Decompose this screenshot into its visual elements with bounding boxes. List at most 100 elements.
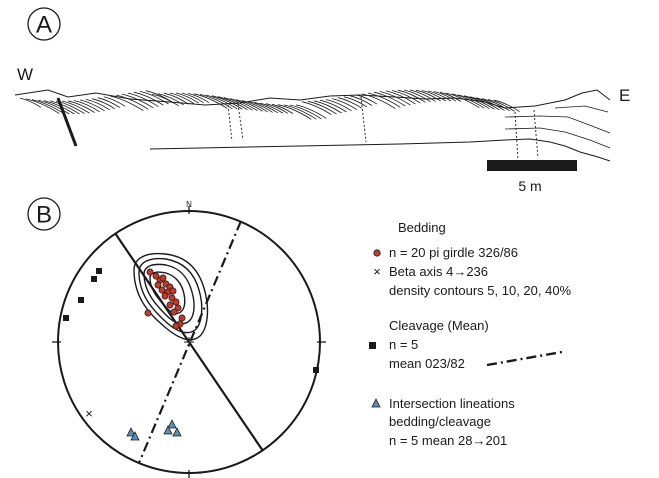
- bedding-stroke: [319, 99, 347, 113]
- bedding-stroke: [439, 91, 462, 102]
- bedding-stroke: [157, 93, 184, 106]
- lineation-4: [163, 425, 173, 435]
- lineation-5: [172, 427, 182, 437]
- contour-10pct: [138, 257, 203, 334]
- bedding-stroke: [151, 93, 179, 107]
- bedding-pole: [172, 298, 180, 306]
- legend: Bedding n = 20 pi girdle 326/86 × Beta a…: [369, 220, 572, 448]
- bedding-stroke: [175, 92, 200, 104]
- lineation-3: [167, 419, 177, 429]
- bedding-stroke: [469, 96, 500, 111]
- bedding-stroke: [313, 100, 342, 114]
- mean-cleavage-plane: [137, 220, 243, 464]
- panel-b-badge: [27, 197, 61, 231]
- bedding-stroke: [187, 93, 210, 103]
- scale-bar: [487, 160, 577, 171]
- bedding-stroke: [475, 97, 505, 111]
- panel-b: B N ×: [27, 197, 572, 478]
- bedding-line-1: n = 20 pi girdle 326/86: [389, 245, 518, 260]
- bedding-stroke: [367, 92, 401, 108]
- fractures: [227, 96, 539, 161]
- bedding-stroke: [43, 100, 75, 115]
- bedding-stroke: [205, 94, 238, 110]
- fracture-3: [360, 96, 367, 143]
- lineation-1: [126, 427, 136, 437]
- cleavage-plane-key: [486, 350, 563, 367]
- panel-a-letter: A: [36, 12, 52, 39]
- bedding-stroke: [193, 93, 228, 109]
- cleavage-pole-3: [78, 297, 84, 303]
- bedding-stroke: [121, 93, 154, 109]
- bedding-stroke: [85, 99, 111, 111]
- bedding-stroke: [103, 96, 126, 107]
- bedding-stroke: [109, 95, 144, 112]
- bedding-line-2: Beta axis 4→236: [389, 264, 488, 279]
- bedding-stroke: [391, 90, 421, 104]
- bedding-stroke: [277, 104, 312, 120]
- lineation-2: [130, 431, 140, 441]
- bedding-line-3: density contours 5, 10, 20, 40%: [389, 283, 572, 298]
- outcrop-top-profile: [14, 89, 611, 109]
- bedding-stroke: [229, 98, 258, 112]
- bedding-stroke: [415, 89, 441, 102]
- bedding-stroke: [295, 104, 327, 119]
- bedding-stroke: [451, 93, 485, 109]
- bedding-stroke: [49, 100, 80, 115]
- bedding-pole: [172, 322, 180, 330]
- cleavage-line-1: n = 5: [389, 337, 418, 352]
- cleavage-poles: [63, 268, 319, 373]
- bedding-strokes: [19, 89, 520, 120]
- bedding-stroke: [373, 91, 406, 107]
- bedding-stroke: [79, 99, 105, 112]
- pi-girdle: [114, 232, 264, 452]
- bedding-pole: [152, 272, 160, 280]
- bedding-stroke: [349, 95, 373, 106]
- bedding-stroke: [307, 100, 337, 115]
- bedding-stroke: [37, 99, 70, 115]
- bedding-stroke: [91, 98, 116, 110]
- bedding-stroke: [379, 91, 411, 106]
- bedding-stroke: [223, 97, 253, 111]
- bedding-stroke: [427, 90, 452, 102]
- bedding-stroke: [253, 101, 279, 114]
- bedding-stroke: [163, 92, 189, 105]
- bedding-stroke: [235, 99, 263, 112]
- bedding-stroke: [211, 95, 243, 110]
- bedding-pole-key: [373, 249, 381, 257]
- bedding-stroke: [259, 102, 284, 114]
- lineation-line-1: bedding/cleavage: [389, 414, 491, 429]
- bedding-stroke: [355, 94, 378, 105]
- beta-axis-key: ×: [373, 264, 381, 279]
- fault-line: [56, 97, 78, 147]
- beta-axis-marker: ×: [85, 406, 93, 421]
- lineation-key: [371, 398, 381, 408]
- bedding-pole: [159, 274, 167, 282]
- bedding-stroke: [169, 92, 195, 104]
- bedding-stroke: [487, 99, 515, 112]
- bedding-pole: [146, 268, 154, 276]
- bedding-stroke: [217, 96, 248, 111]
- bedding-pole: [166, 301, 174, 309]
- bedding-stroke: [67, 100, 95, 113]
- bedding-stroke: [31, 99, 65, 115]
- bedding-stroke: [343, 96, 368, 108]
- bedding-stroke: [283, 104, 317, 120]
- fracture-1: [227, 104, 233, 142]
- lineation-title: Intersection lineations: [389, 396, 515, 411]
- bedding-stroke: [199, 94, 233, 110]
- fracture-4: [514, 111, 519, 161]
- cleavage-pole-1: [96, 268, 102, 274]
- stereonet: N ×: [52, 200, 326, 478]
- fracture-5: [533, 109, 539, 159]
- bedding-stroke: [433, 91, 457, 102]
- bedding-stroke: [361, 93, 396, 109]
- contour-40pct: [149, 271, 186, 315]
- bedding-stroke: [403, 89, 431, 103]
- bedding-stroke: [19, 97, 42, 108]
- bedding-stroke: [115, 94, 149, 110]
- bedding-stroke: [481, 98, 510, 112]
- cleavage-pole-4: [63, 315, 69, 321]
- bedding-stroke: [181, 92, 205, 104]
- bedding-pole: [144, 309, 152, 317]
- bedding-stroke: [133, 91, 164, 106]
